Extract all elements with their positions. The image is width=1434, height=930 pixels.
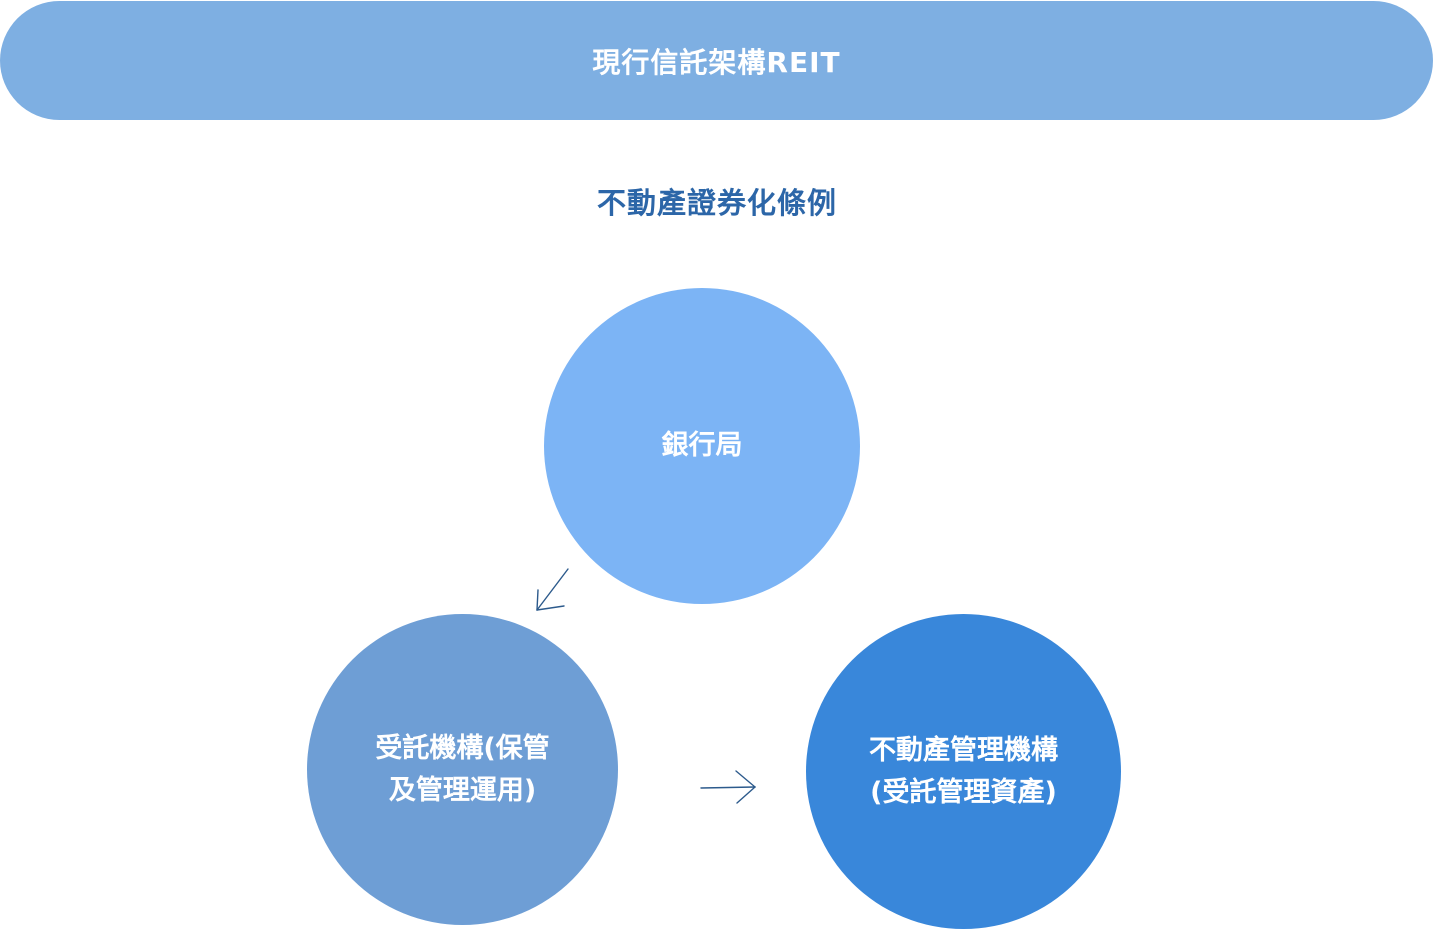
bank-node-label: 銀行局 (661, 430, 743, 461)
manager-node: 不動產管理機構 (受託管理資產) (806, 614, 1121, 929)
arrow-trustee-to-manager (700, 770, 756, 804)
bank-node: 銀行局 (544, 288, 860, 604)
manager-node-label: 不動產管理機構 (受託管理資產) (869, 734, 1058, 808)
diagram-subtitle: 不動產證券化條例 (596, 186, 837, 220)
trustee-node: 受託機構(保管 及管理運用) (307, 614, 618, 925)
banner-title: 現行信託架構REIT (592, 45, 841, 79)
trustee-node-label: 受託機構(保管 及管理運用) (375, 732, 550, 806)
arrow-bank-to-trustee (536, 568, 569, 611)
banner: 現行信託架構REIT (0, 1, 1433, 120)
